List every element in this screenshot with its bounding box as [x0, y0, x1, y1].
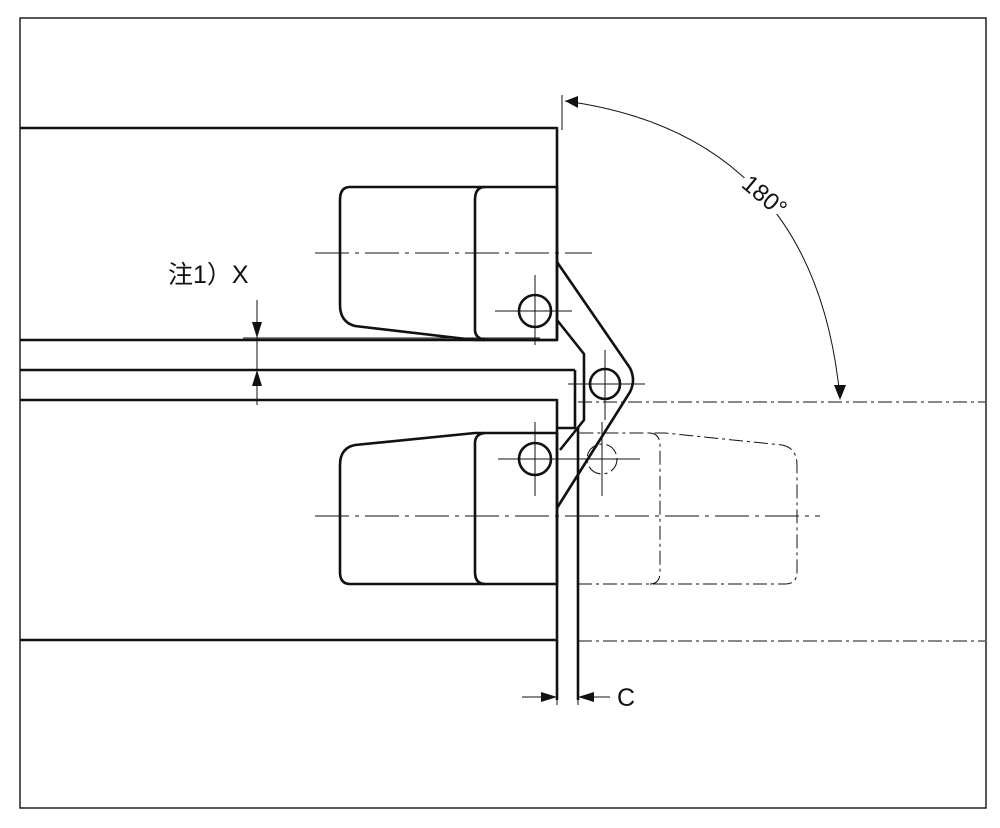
x-dim-arrow-up [252, 370, 262, 386]
upper-panel [20, 126, 559, 342]
c-dim-arrow-left [541, 692, 557, 702]
phantom-hinge-body [578, 432, 798, 585]
door-edge-lines [555, 508, 580, 700]
angle-label-bg [735, 178, 799, 214]
angle-arc [564, 100, 841, 399]
upper-hinge-inner [473, 185, 486, 342]
hinge-link-tab [557, 370, 577, 430]
x-dim-arrow-down [252, 322, 262, 338]
angle-arrowhead-end [834, 385, 846, 400]
c-dim-arrow-right [578, 692, 594, 702]
angle-arrowhead-start [565, 96, 578, 108]
clearance-label: C [617, 684, 635, 712]
hinge-link-lower [555, 319, 586, 451]
middle-strip [20, 368, 575, 428]
pivot-crosshairs [495, 275, 645, 496]
lower-hinge-body [338, 431, 559, 586]
hinge-link-upper [555, 261, 635, 509]
upper-hinge-body [338, 185, 559, 342]
drawing-frame [19, 17, 987, 809]
note-x-label: 注1）X [168, 261, 249, 289]
phantom-hinge-inner [649, 432, 661, 585]
lower-panel [20, 428, 559, 642]
lower-hinge-inner [473, 431, 486, 586]
